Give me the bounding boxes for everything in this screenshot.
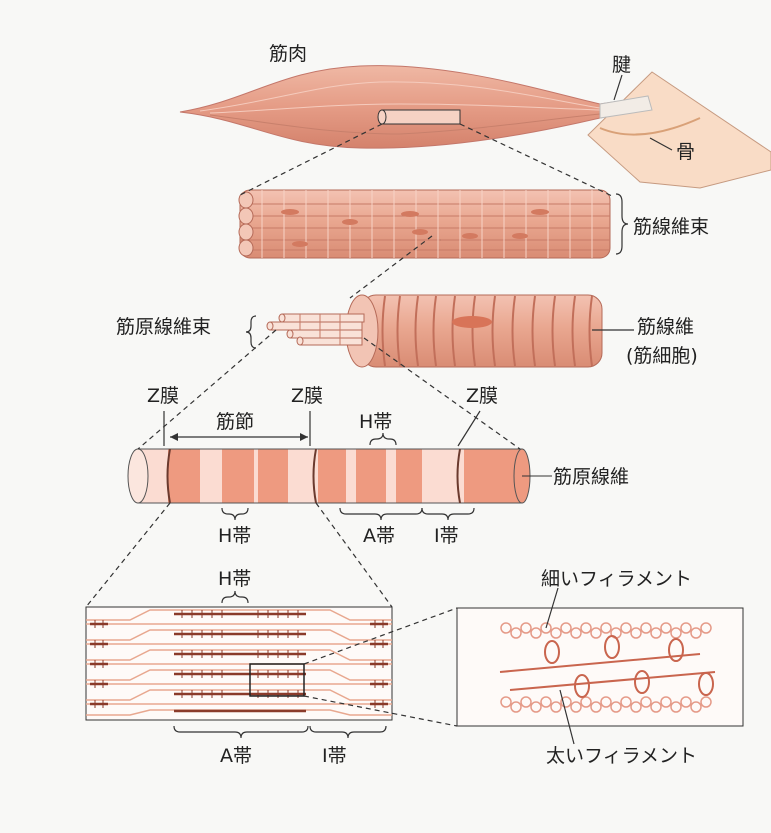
label-muscle-fiber: 筋線維 (637, 316, 694, 338)
annotation-lines (163, 74, 673, 745)
sarcomere-arrowheads (170, 433, 308, 441)
label-myofibril: 筋原線維 (553, 466, 629, 488)
label-i-band-box: I帯 (322, 745, 347, 767)
label-z-membrane-3: Z膜 (466, 385, 498, 407)
filament-detail (456, 607, 744, 727)
label-i-band-mid: I帯 (434, 525, 459, 547)
label-h-band-mid: H帯 (218, 525, 251, 547)
muscle-fiber (266, 294, 603, 368)
myofibril (127, 448, 552, 504)
label-a-band-box: A帯 (220, 745, 252, 767)
whole-muscle (179, 65, 653, 149)
label-h-band-top: H帯 (359, 411, 392, 433)
sarcomere-detail (85, 606, 393, 721)
label-bone: 骨 (676, 141, 695, 163)
label-tendon: 腱 (612, 54, 631, 76)
label-a-band-mid: A帯 (363, 525, 395, 547)
label-h-band-box: H帯 (218, 568, 251, 590)
zoom-lines (85, 123, 613, 727)
fascicle-bundle (238, 189, 611, 259)
bone-shape (587, 71, 771, 189)
label-fascicle: 筋線維束 (633, 216, 709, 238)
label-muscle: 筋肉 (269, 43, 307, 65)
label-z-membrane-2: Z膜 (291, 385, 323, 407)
label-thin-filament: 細いフィラメント (541, 568, 692, 590)
label-muscle-cell: (筋細胞) (626, 345, 698, 367)
label-thick-filament: 太いフィラメント (546, 745, 697, 767)
label-myofibril-bundle: 筋原線維束 (116, 316, 211, 338)
label-sarcomere: 筋節 (216, 411, 254, 433)
label-z-membrane-1: Z膜 (147, 385, 179, 407)
zoom-rectangle (249, 663, 305, 697)
